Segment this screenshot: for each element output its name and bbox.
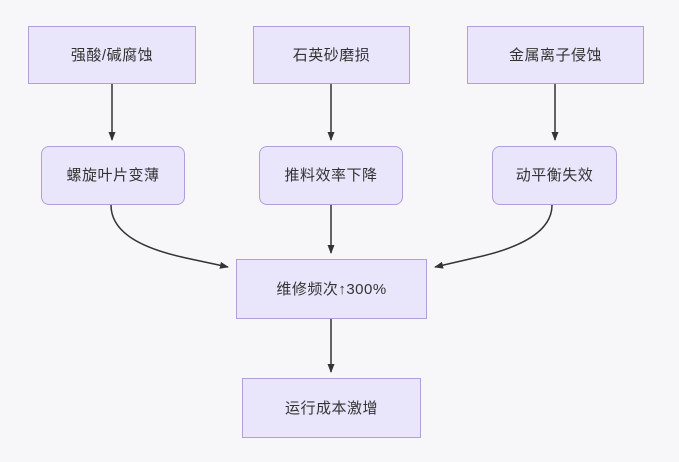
node-cause-metal-ion[interactable]: 金属离子侵蚀 (467, 26, 644, 84)
node-label: 维修频次↑300% (276, 280, 387, 298)
node-label: 运行成本激增 (284, 399, 378, 417)
node-label: 动平衡失效 (515, 167, 594, 184)
node-result-maintenance[interactable]: 维修频次↑300% (236, 259, 427, 319)
node-label: 强酸/碱腐蚀 (70, 46, 154, 64)
node-label: 螺旋叶片变薄 (66, 167, 160, 184)
node-cause-sand[interactable]: 石英砂磨损 (253, 26, 410, 84)
node-cause-acid[interactable]: 强酸/碱腐蚀 (28, 26, 196, 84)
node-effect-blade-thinning[interactable]: 螺旋叶片变薄 (41, 146, 185, 205)
edge-blade-to-maintenance (110, 204, 229, 269)
node-label: 金属离子侵蚀 (508, 46, 602, 64)
node-label: 推料效率下降 (284, 167, 378, 184)
node-label: 石英砂磨损 (292, 46, 371, 64)
node-effect-balance-failure[interactable]: 动平衡失效 (492, 146, 617, 205)
node-result-cost[interactable]: 运行成本激增 (242, 378, 421, 438)
node-effect-feed-efficiency[interactable]: 推料效率下降 (259, 146, 403, 205)
edge-balance-to-maintenance (434, 204, 553, 269)
